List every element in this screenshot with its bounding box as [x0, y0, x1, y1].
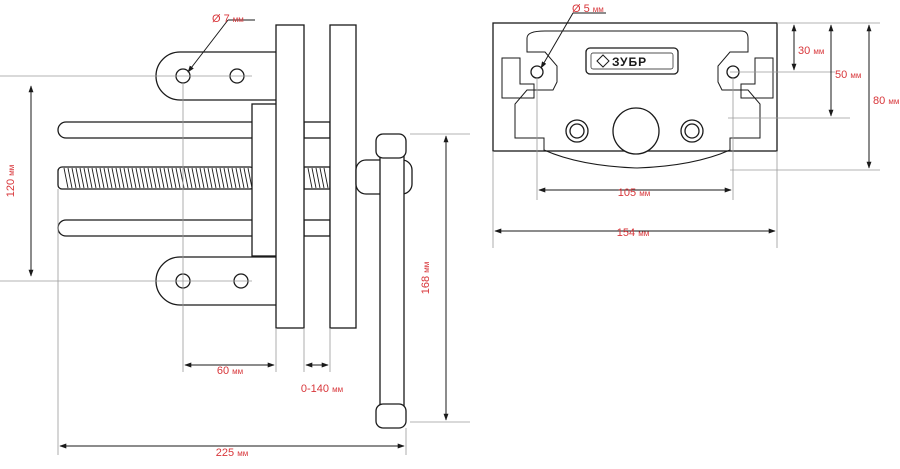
screw-thread — [63, 167, 69, 189]
total-width-label: 154 мм — [617, 227, 649, 239]
screw-thread — [147, 167, 153, 189]
screw-thread — [247, 167, 253, 189]
screw-thread — [315, 167, 321, 189]
screw-thread — [79, 167, 85, 189]
total-length-label: 225 мм — [216, 447, 248, 459]
screw-thread — [195, 167, 201, 189]
front-extension-lines — [492, 22, 880, 248]
screw-thread — [223, 167, 229, 189]
screw-thread — [219, 167, 225, 189]
screw-thread — [171, 167, 177, 189]
screw-thread — [139, 167, 145, 189]
screw-thread — [83, 167, 89, 189]
screw-thread — [167, 167, 173, 189]
height-mid-label: 50 мм — [835, 69, 861, 81]
jaw-opening-label: 0-140 мм — [301, 383, 343, 395]
screw-thread — [187, 167, 193, 189]
front-view: ЗУБР Ø — [492, 3, 899, 248]
ear-offset-label: 60 мм — [217, 365, 243, 377]
screw-thread — [99, 167, 105, 189]
screw-thread — [71, 167, 77, 189]
handle — [355, 133, 413, 429]
screw-thread — [227, 167, 233, 189]
pin-hole-diameter-label: Ø 5 мм — [572, 3, 604, 15]
screw-thread — [151, 167, 157, 189]
screw-thread — [75, 167, 81, 189]
extension-lines — [0, 75, 470, 455]
hole-diameter-label: Ø 7 мм — [212, 13, 244, 25]
screw-thread — [103, 167, 109, 189]
movable-jaw — [329, 24, 357, 329]
screw-thread — [183, 167, 189, 189]
screw-thread — [123, 167, 129, 189]
screw-thread — [107, 167, 113, 189]
screw-thread — [127, 167, 133, 189]
screw-thread — [191, 167, 197, 189]
height-small-label: 30 мм — [798, 45, 824, 57]
screw-thread — [163, 167, 169, 189]
screw-thread — [311, 167, 317, 189]
front-dimension-lines — [494, 12, 872, 234]
svg-text:ЗУБР: ЗУБР — [612, 55, 647, 69]
screw-thread — [235, 167, 241, 189]
screw-thread — [67, 167, 73, 189]
handle-top-knob — [375, 133, 407, 159]
screw-thread — [207, 167, 213, 189]
screw-thread — [199, 167, 205, 189]
guide-hole-inner — [684, 123, 700, 139]
screw-thread — [239, 167, 245, 189]
side-view: Ø 7 мм 120 мм 60 мм 0-140 мм 168 мм 225 … — [0, 13, 470, 459]
screw-thread — [211, 167, 217, 189]
brand-logo: ЗУБР — [585, 47, 679, 75]
left-slot — [501, 57, 535, 99]
screw-hole — [612, 107, 660, 155]
fixed-jaw — [275, 24, 305, 329]
screw-thread — [87, 167, 93, 189]
screw-thread — [203, 167, 209, 189]
jaw-cavity — [514, 30, 761, 169]
screw-thread — [143, 167, 149, 189]
guide-hole-inner — [569, 123, 585, 139]
screw-thread — [175, 167, 181, 189]
screw-thread — [319, 167, 325, 189]
screw-thread — [215, 167, 221, 189]
right-slot — [740, 57, 774, 99]
screw-thread — [243, 167, 249, 189]
screw-thread — [307, 167, 313, 189]
screw-thread — [115, 167, 121, 189]
screw-thread — [135, 167, 141, 189]
height-total-label: 80 мм — [873, 95, 899, 107]
guide-rod-top — [57, 121, 331, 139]
handle-length-label: 168 мм — [420, 262, 432, 294]
screw-thread — [119, 167, 125, 189]
screw-thread — [95, 167, 101, 189]
dimension-lines — [28, 19, 449, 449]
screw-thread — [159, 167, 165, 189]
screw-thread — [91, 167, 97, 189]
handle-bottom-knob — [375, 403, 407, 429]
screw-thread — [131, 167, 137, 189]
screw-thread — [155, 167, 161, 189]
screw-thread — [323, 167, 329, 189]
inner-width-label: 105 мм — [618, 187, 650, 199]
guide-spacing-label: 120 мм — [5, 165, 17, 197]
screw-thread — [231, 167, 237, 189]
screw-thread — [111, 167, 117, 189]
